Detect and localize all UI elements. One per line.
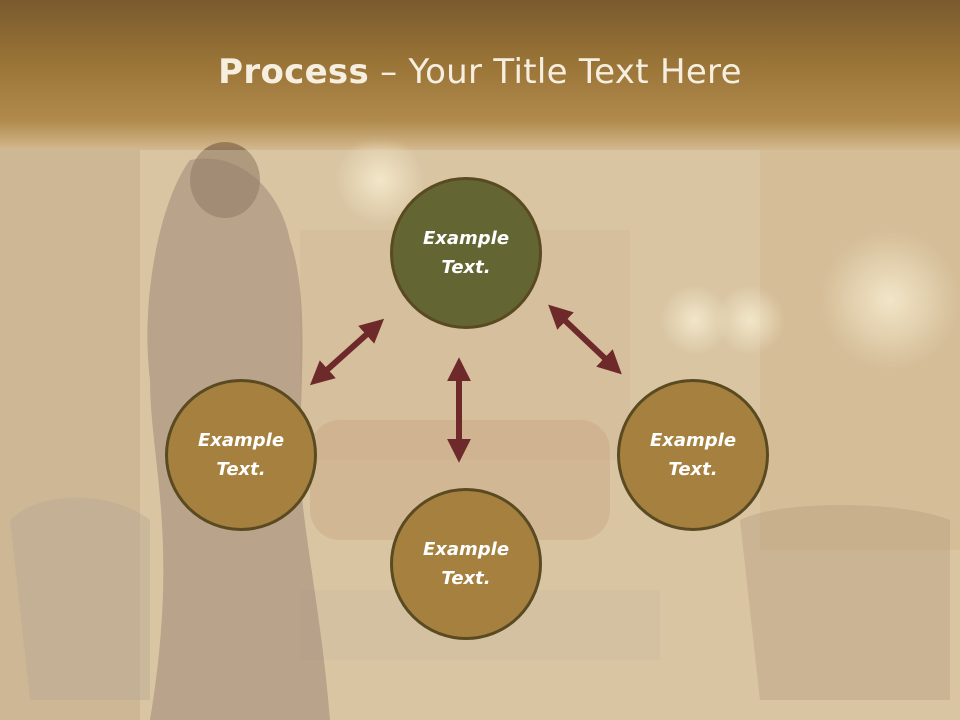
arrow-top-left xyxy=(309,318,385,386)
arrow-top-right xyxy=(548,304,622,375)
slide-title: Process – Your Title Text Here xyxy=(0,52,960,92)
node-left: Example Text. xyxy=(165,379,317,531)
node-right: Example Text. xyxy=(617,379,769,531)
node-bottom: Example Text. xyxy=(390,488,542,640)
title-bold: Process xyxy=(218,52,370,92)
node-bottom-text: Example Text. xyxy=(422,539,510,589)
node-left-text: Example Text. xyxy=(197,430,285,480)
title-band xyxy=(0,0,960,150)
node-top: Example Text. xyxy=(390,177,542,329)
node-right-text: Example Text. xyxy=(649,430,737,480)
node-top-text: Example Text. xyxy=(422,228,510,278)
title-rest: – Your Title Text Here xyxy=(369,52,742,92)
